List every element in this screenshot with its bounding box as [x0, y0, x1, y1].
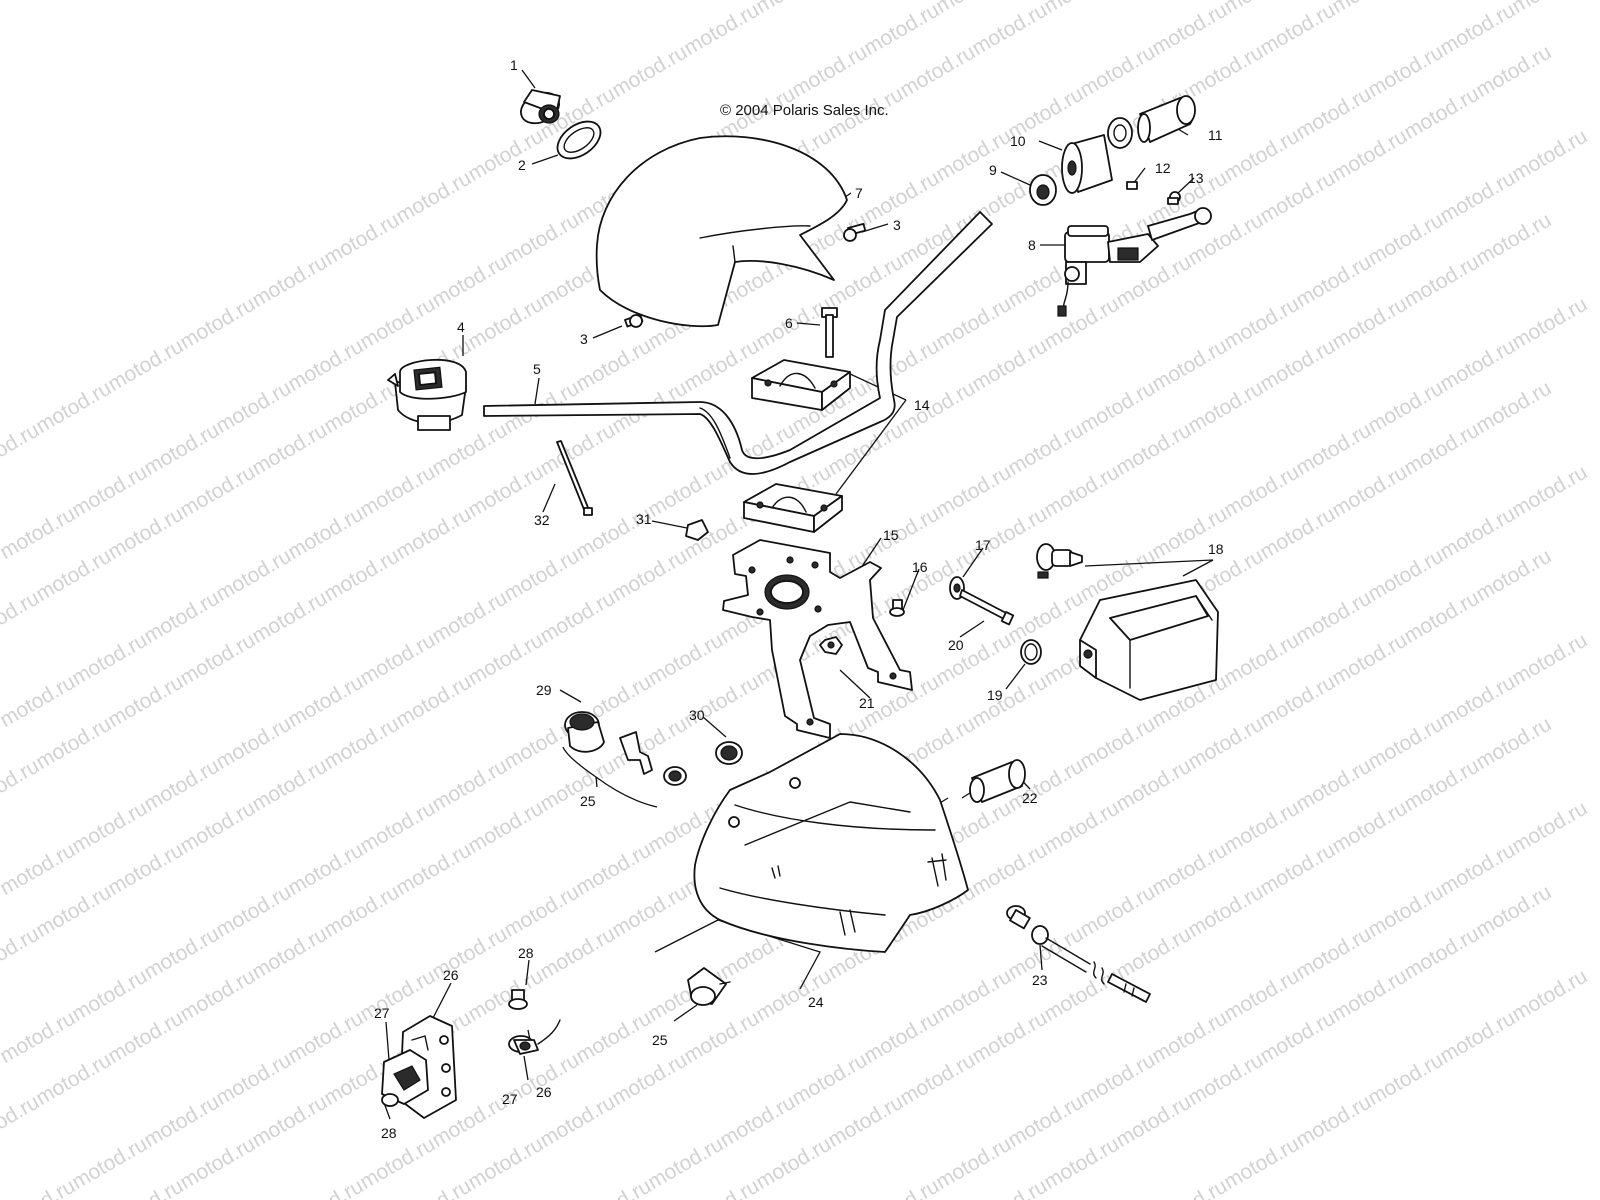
part-25-switch	[687, 967, 731, 1006]
callout-15: 15	[883, 527, 899, 543]
part-14-lower-clamp	[743, 483, 843, 533]
part-26-27-sensor	[508, 1019, 561, 1055]
callout-31: 31	[636, 511, 652, 527]
callout-14: 14	[914, 397, 930, 413]
part-11-grip	[1107, 95, 1196, 149]
part-10-throttle-housing	[1061, 134, 1113, 194]
callout-25: 25	[580, 793, 596, 809]
part-15-bracket	[722, 539, 913, 739]
callout-28: 28	[518, 945, 534, 961]
part-6-bolt	[821, 307, 838, 358]
part-25-grommet	[663, 766, 687, 786]
part-24-lower-pod	[693, 733, 969, 953]
callout-21: 21	[859, 695, 875, 711]
part-4-speedometer	[387, 359, 467, 431]
callout-29: 29	[536, 682, 552, 698]
part-7-headlight-pod	[595, 135, 848, 328]
part-8-master-cylinder	[1057, 207, 1212, 317]
part-3-screw	[624, 313, 644, 328]
callout-27: 27	[502, 1091, 518, 1107]
part-22-connector	[969, 759, 1026, 803]
callout-22: 22	[1022, 790, 1038, 806]
callout-13: 13	[1188, 170, 1204, 186]
part-5-handlebar	[483, 211, 993, 475]
callout-5: 5	[533, 361, 541, 377]
callout-23: 23	[1032, 972, 1048, 988]
part-13-screw	[1167, 191, 1181, 205]
callout-24: 24	[808, 994, 824, 1010]
callout-18: 18	[1208, 541, 1224, 557]
callout-27: 27	[374, 1005, 390, 1021]
part-30-grommet	[715, 741, 743, 765]
part-32-cable-tie	[556, 440, 593, 516]
callout-labels: 1 2 3 3 4 5 6 7 8 9 10 11 12 13 14 15 16…	[374, 57, 1224, 1141]
part-14-upper-clamp	[751, 359, 851, 411]
callout-6: 6	[785, 315, 793, 331]
part-25-clip	[619, 731, 653, 775]
callout-2: 2	[518, 157, 526, 173]
callout-30: 30	[689, 707, 705, 723]
callout-17: 17	[975, 537, 991, 553]
callout-10: 10	[1010, 133, 1026, 149]
callout-32: 32	[534, 512, 550, 528]
callout-25: 25	[652, 1032, 668, 1048]
part-28-screw	[508, 989, 528, 1010]
callout-12: 12	[1155, 160, 1171, 176]
part-3-screw	[843, 222, 867, 242]
part-2-ring	[556, 120, 602, 160]
part-12-nut	[1126, 181, 1138, 190]
callout-28: 28	[381, 1125, 397, 1141]
callout-8: 8	[1028, 237, 1036, 253]
part-18-headlight	[1079, 579, 1219, 701]
callout-7: 7	[855, 185, 863, 201]
part-26-switch-housing	[381, 1015, 457, 1119]
callout-19: 19	[987, 687, 1003, 703]
copyright-notice: © 2004 Polaris Sales Inc.	[720, 102, 889, 119]
part-18-bulb	[1036, 543, 1083, 579]
callout-26: 26	[536, 1084, 552, 1100]
callout-9: 9	[989, 162, 997, 178]
part-29-bulb-socket	[564, 711, 605, 753]
callout-4: 4	[457, 319, 465, 335]
part-31-clip	[685, 519, 709, 541]
callout-26: 26	[443, 967, 459, 983]
part-1-grommet	[520, 89, 561, 125]
part-9-bushing	[1029, 174, 1057, 206]
callout-1: 1	[510, 57, 518, 73]
part-23-speedo-cable	[1006, 905, 1151, 1003]
callout-16: 16	[912, 559, 928, 575]
callout-3: 3	[893, 217, 901, 233]
part-20-bolt	[959, 589, 1015, 626]
part-16-screw	[889, 599, 905, 617]
part-19-o-ring	[1020, 639, 1042, 665]
part-21-nut	[819, 636, 843, 655]
callout-3: 3	[580, 331, 588, 347]
callout-11: 11	[1208, 127, 1223, 143]
callout-20: 20	[948, 637, 964, 653]
